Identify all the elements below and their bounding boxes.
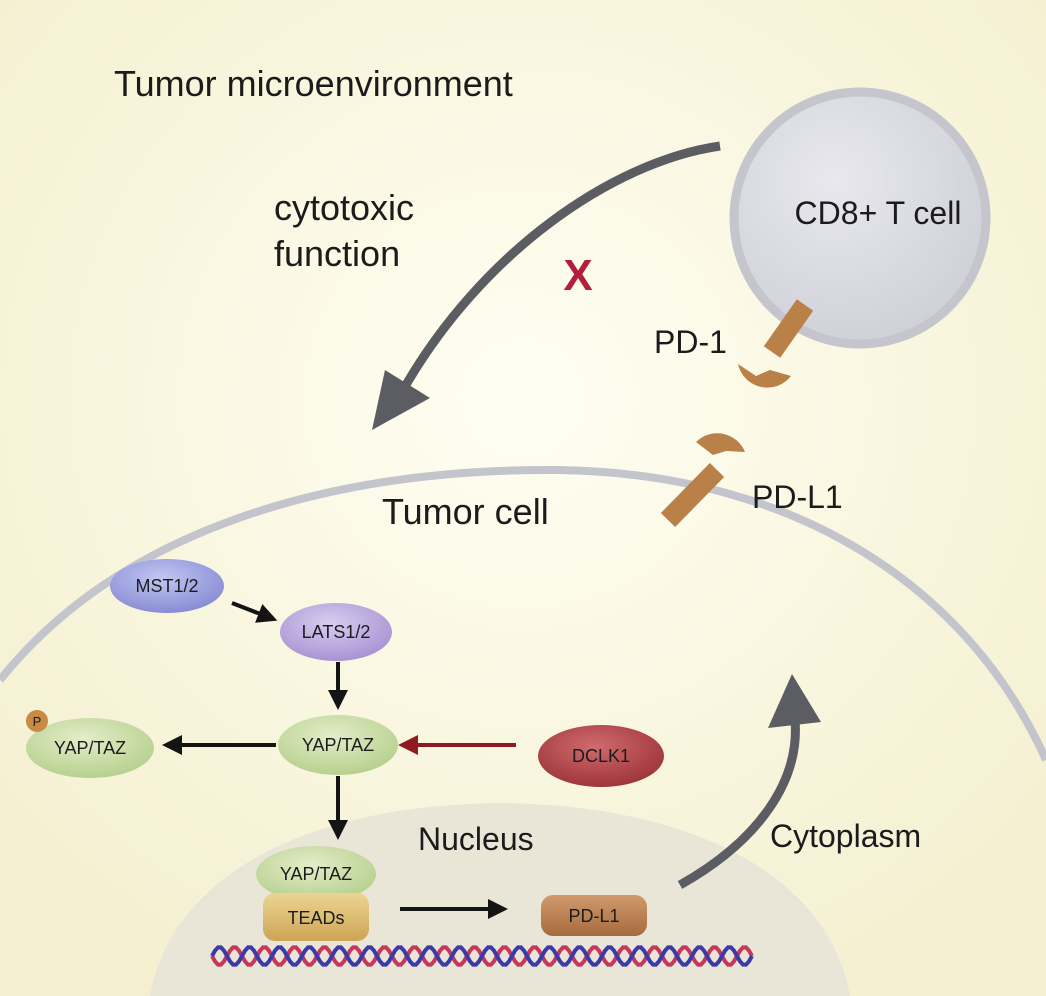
cd8-t-cell	[729, 87, 991, 349]
cytotoxic-arrow	[372, 141, 721, 430]
pd1-label: PD-1	[654, 324, 727, 360]
dna-helix	[210, 945, 754, 967]
tumor-microenvironment-label: Tumor microenvironment	[114, 63, 513, 104]
pathway-arrows	[162, 601, 508, 919]
pdl1-receptor	[660, 433, 745, 527]
yap-nuclear-node	[256, 846, 376, 902]
dclk1-node	[538, 725, 664, 787]
tcell-label: CD8+ T cell	[795, 195, 962, 231]
yap-cyto-node	[278, 715, 398, 775]
cytoplasm-label: Cytoplasm	[770, 818, 921, 854]
pdl1-product-label: PD-L1	[568, 906, 619, 926]
arrow-mst-to-lats	[231, 601, 278, 623]
cytoplasm-arrow	[677, 674, 821, 889]
dclk1-label: DCLK1	[572, 746, 630, 766]
cytotoxic-label: cytotoxic	[274, 187, 414, 228]
pdl1-product-node	[541, 895, 647, 936]
teads-label: TEADs	[287, 908, 344, 928]
yap-cyto-label: YAP/TAZ	[302, 735, 374, 755]
phospho-group	[26, 710, 48, 732]
tumor-cell-label: Tumor cell	[382, 491, 549, 532]
phospho-label: P	[33, 714, 42, 729]
mst-label: MST1/2	[135, 576, 198, 596]
pd1-receptor	[738, 299, 814, 388]
yap-phospho-label: YAP/TAZ	[54, 738, 126, 758]
mst-node	[110, 559, 224, 613]
yap-phospho-node	[26, 718, 154, 778]
blocked-mark: X	[563, 251, 592, 300]
nucleus-label: Nucleus	[418, 821, 534, 857]
lats-label: LATS1/2	[302, 622, 371, 642]
yap-nuclear-label: YAP/TAZ	[280, 864, 352, 884]
function-label: function	[274, 233, 400, 274]
pdl1-receptor-label: PD-L1	[752, 479, 843, 515]
teads-node	[263, 893, 369, 941]
lats-node	[280, 603, 392, 661]
